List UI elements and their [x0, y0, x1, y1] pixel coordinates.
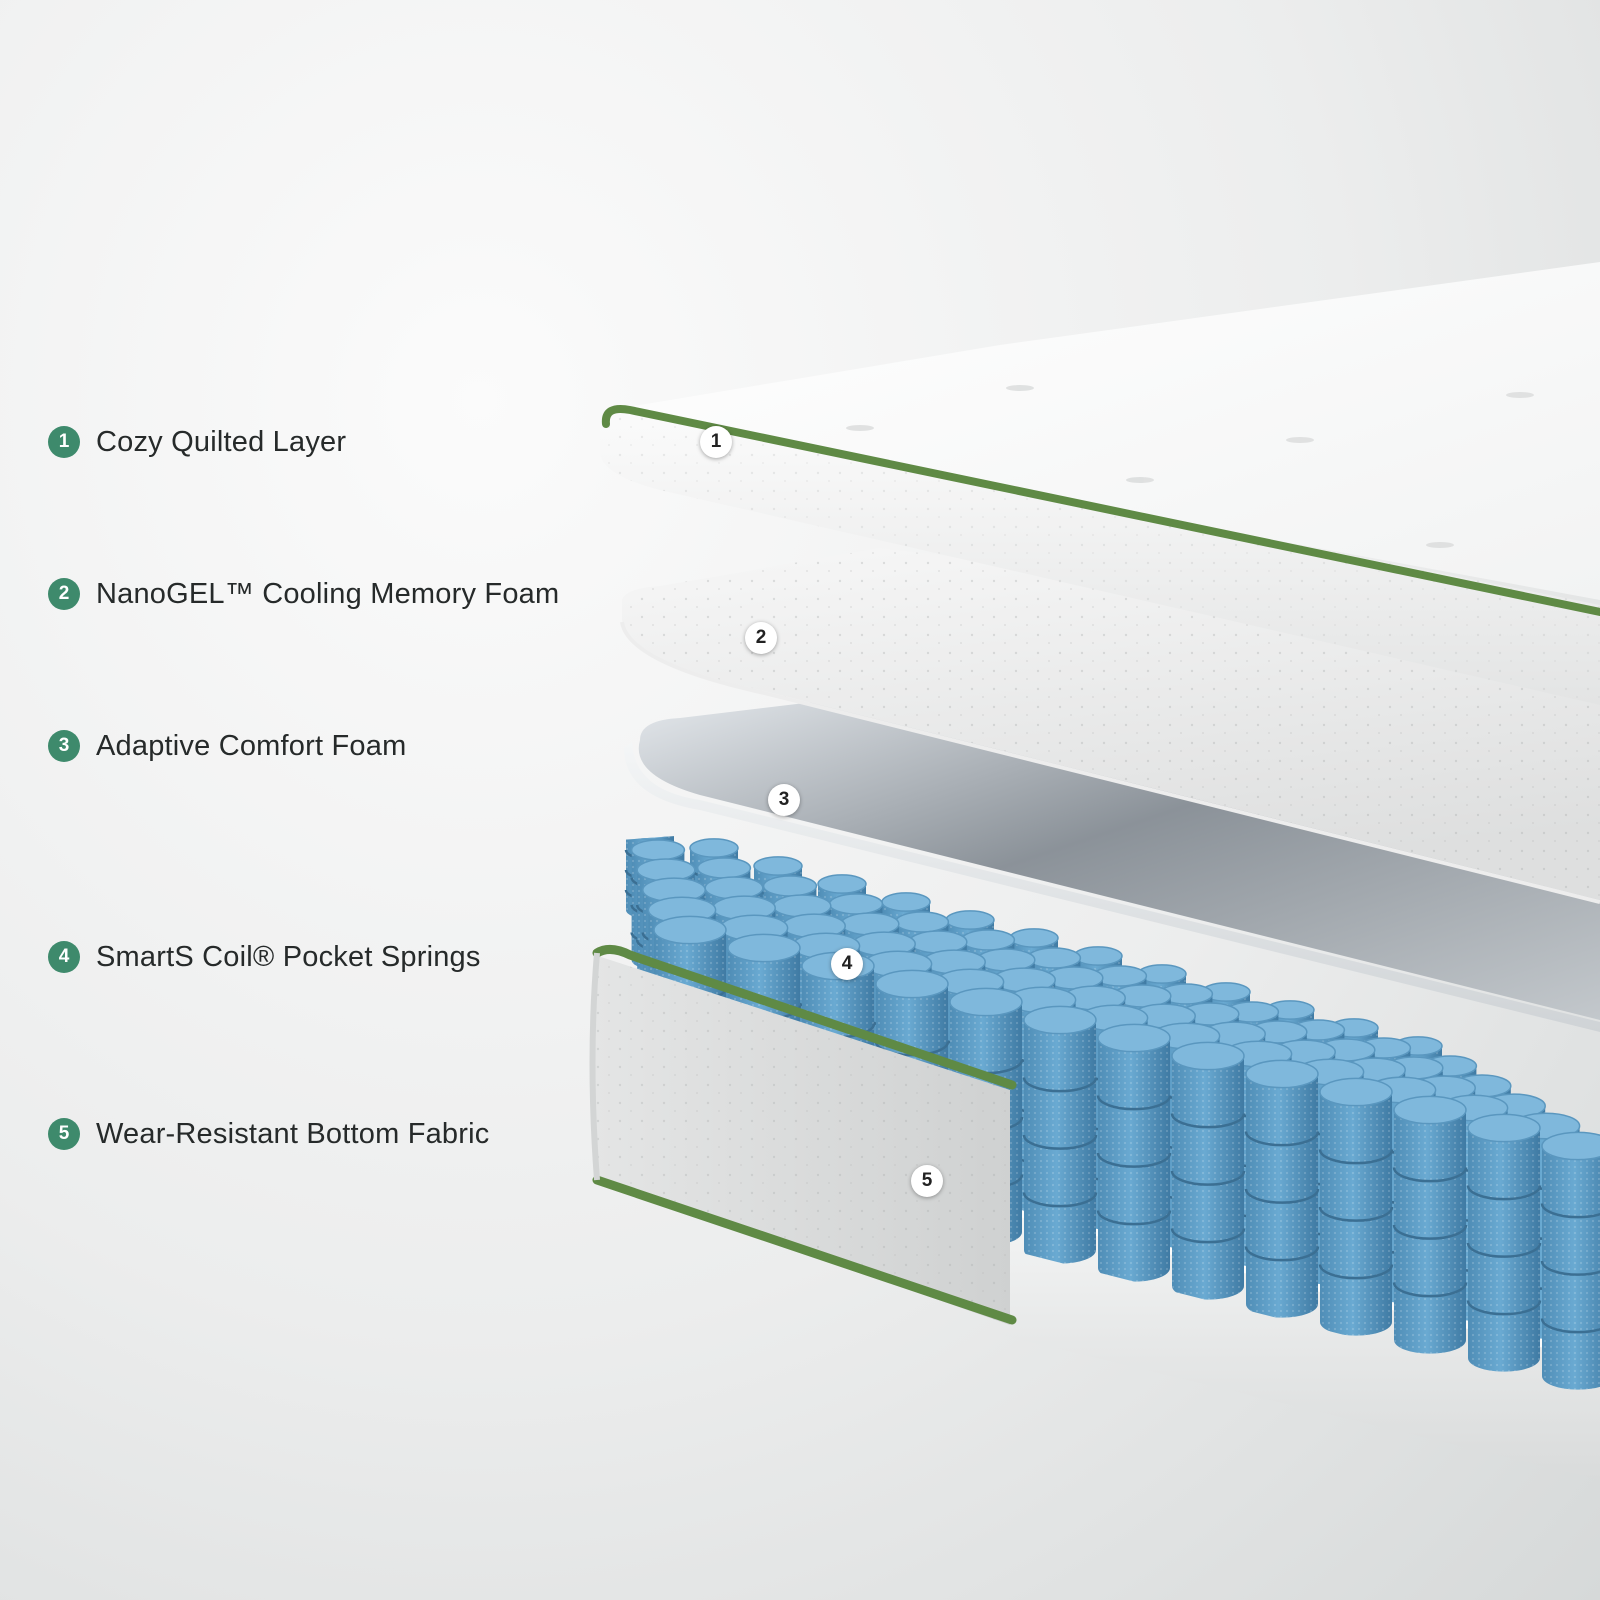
layer-marker-5: 5	[911, 1165, 943, 1197]
pocket-coil	[1466, 1113, 1542, 1372]
legend-label: SmartS Coil® Pocket Springs	[96, 940, 481, 973]
legend-label: Cozy Quilted Layer	[96, 425, 347, 458]
side-fabric-panel	[589, 945, 1017, 1325]
legend-label: Wear-Resistant Bottom Fabric	[96, 1117, 490, 1150]
legend-label: NanoGEL™ Cooling Memory Foam	[96, 577, 560, 610]
adaptive-comfort-foam-layer	[624, 700, 1600, 1032]
legend-number-badge: 5	[48, 1118, 80, 1150]
legend-item-pocket-springs: 4 SmartS Coil® Pocket Springs	[48, 937, 481, 977]
pocket-coil	[1540, 1131, 1600, 1390]
legend-number-badge: 3	[48, 730, 80, 762]
pocket-coil	[1318, 1077, 1394, 1336]
pocket-coil	[1022, 1005, 1098, 1264]
legend-number-badge: 2	[48, 578, 80, 610]
cozy-quilted-top-layer	[599, 262, 1600, 705]
legend-number-badge: 1	[48, 426, 80, 458]
pocket-coil	[1392, 1095, 1468, 1354]
legend-label: Adaptive Comfort Foam	[96, 729, 407, 762]
layer-marker-2: 2	[745, 622, 777, 654]
pocket-coil	[1096, 1023, 1172, 1282]
pocket-coil	[1244, 1059, 1320, 1318]
legend-item-adaptive-comfort-foam: 3 Adaptive Comfort Foam	[48, 726, 406, 766]
legend-item-bottom-fabric: 5 Wear-Resistant Bottom Fabric	[48, 1114, 489, 1154]
legend-number-badge: 4	[48, 941, 80, 973]
legend-item-cozy-quilted-layer: 1 Cozy Quilted Layer	[48, 422, 346, 462]
layer-marker-4: 4	[831, 948, 863, 980]
pocket-coil	[1170, 1041, 1246, 1300]
legend-item-nanogel-memory-foam: 2 NanoGEL™ Cooling Memory Foam	[48, 574, 559, 614]
layer-marker-3: 3	[768, 784, 800, 816]
layer-marker-1: 1	[700, 426, 732, 458]
